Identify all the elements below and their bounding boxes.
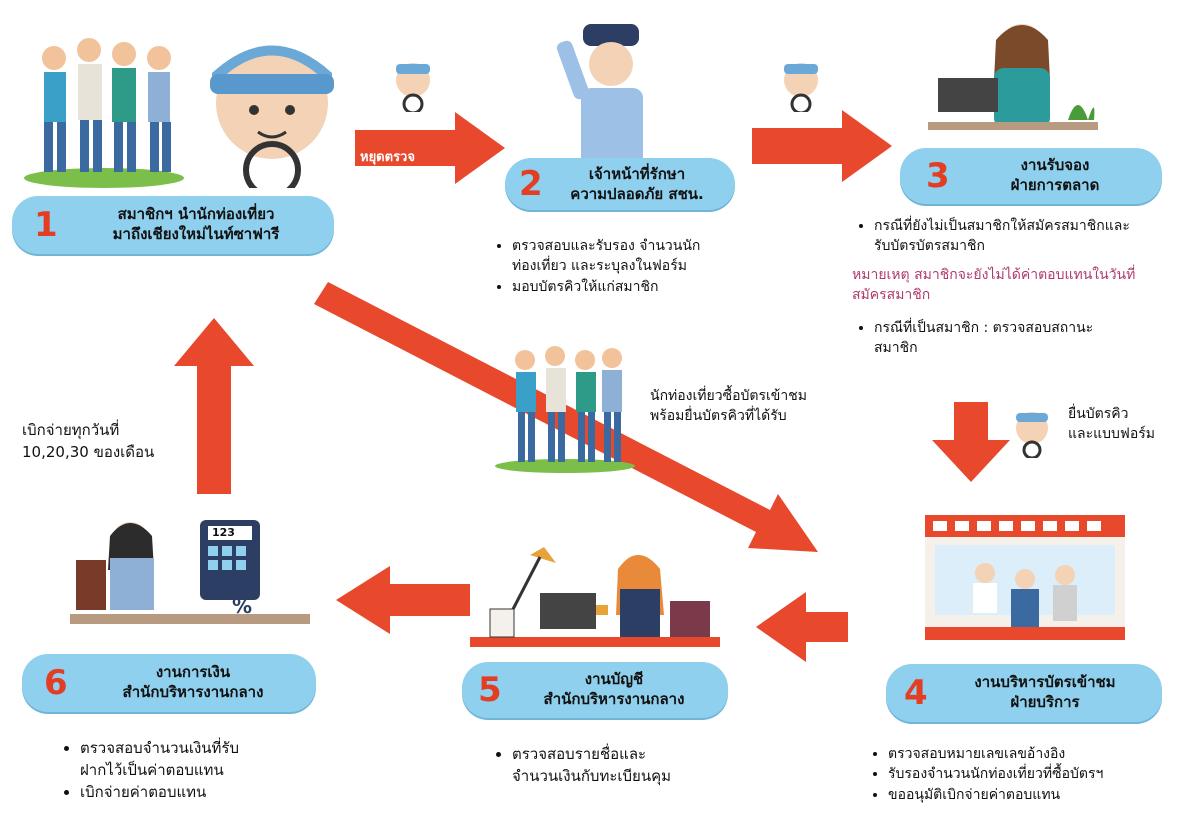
step-2-box: 2 เจ้าหน้าที่รักษา ความปลอดภัย สชน. (505, 158, 735, 210)
step-1-line1: สมาชิกฯ นำนักท่องเที่ยว (117, 205, 275, 223)
reservation-staff-illustration (928, 24, 1098, 130)
step-1-line2: มาถึงเชียงใหม่ไนท์ซาฟารี (112, 225, 280, 244)
step-6-line2: สำนักบริหารงานกลาง (122, 683, 264, 702)
step-3-number: 3 (926, 156, 950, 196)
step-2-line2: ความปลอดภัย สชน. (570, 185, 704, 204)
step-6-box: 6 งานการเงิน สำนักบริหารงานกลาง (22, 654, 316, 712)
arrow-2-to-3 (752, 110, 892, 182)
step-4-box: 4 งานบริหารบัตรเข้าชม ฝ่ายบริการ (886, 664, 1162, 722)
ticket-booth-illustration (925, 515, 1125, 640)
payout-schedule-label: เบิกจ่ายทุกวันที่ 10,20,30 ของเดือน (22, 421, 155, 461)
bullet-item: ตรวจสอบจำนวนเงินที่รับฝากไว้เป็นค่าตอบแท… (80, 738, 340, 782)
step-1-box: 1 สมาชิกฯ นำนักท่องเที่ยว มาถึงเชียงใหม่… (12, 196, 334, 254)
arrow-diagonal-1-to-4 (314, 282, 818, 552)
step-4-bullets: ตรวจสอบหมายเลขเลขอ้างอิง รับรองจำนวนนักท… (870, 744, 1189, 805)
submit-queue-label: ยื่นบัตรคิว และแบบฟอร์ม (1068, 406, 1155, 443)
step-5-box: 5 งานบัญชี สำนักบริหารงานกลาง (462, 662, 728, 718)
step-6-line1: งานการเงิน (155, 663, 231, 681)
step-6-bullets: ตรวจสอบจำนวนเงินที่รับฝากไว้เป็นค่าตอบแท… (62, 738, 340, 803)
accounting-staff-illustration (470, 547, 720, 647)
arrow-6-to-1 (174, 318, 254, 494)
stop-check-label: หยุดตรวจ (360, 150, 415, 165)
step-4-line2: ฝ่ายบริการ (1010, 693, 1080, 712)
bullet-item: เบิกจ่ายค่าตอบแทน (80, 782, 340, 804)
bullet-item: ขออนุมัติเบิกจ่ายค่าตอบแทน (888, 785, 1189, 805)
step-3-line1: งานรับจอง (1020, 156, 1090, 174)
step-2-line1: เจ้าหน้าที่รักษา (588, 165, 686, 183)
step-2-bullets: ตรวจสอบและรับรอง จำนวนนักท่องเที่ยว และร… (494, 236, 782, 297)
arrow-3-to-4 (932, 402, 1010, 482)
driver-icon-small-3 (1016, 412, 1048, 458)
arrow-1-to-2 (355, 112, 505, 184)
step-5-line2: สำนักบริหารงานกลาง (543, 690, 685, 709)
bullet-item: มอบบัตรคิวให้แก่สมาชิก (512, 277, 782, 297)
step-1-number: 1 (34, 205, 58, 245)
tourists-and-driver-illustration (24, 38, 334, 188)
step-4-number: 4 (904, 673, 928, 713)
step-5-line1: งานบัญชี (584, 670, 644, 688)
step-3-note: หมายเหตุ สมาชิกจะยังไม่ได้ค่าตอบแทนในวัน… (852, 267, 1136, 303)
bullet-item: กรณีที่ยังไม่เป็นสมาชิกให้สมัครสมาชิกและ… (874, 216, 1189, 257)
percent-sign: % (232, 594, 253, 618)
step-3-bullets-a: กรณีที่ยังไม่เป็นสมาชิกให้สมัครสมาชิกและ… (856, 216, 1189, 257)
arrow-4-to-5 (756, 592, 848, 662)
bullet-item: รับรองจำนวนนักท่องเที่ยวที่ซื้อบัตรฯ (888, 764, 1189, 784)
step-4-line1: งานบริหารบัตรเข้าชม (974, 673, 1116, 691)
step-3-box: 3 งานรับจอง ฝ่ายการตลาด (900, 148, 1162, 204)
tourists-group-illustration (495, 346, 635, 473)
step-2-number: 2 (519, 164, 543, 204)
tourists-buy-label: นักท่องเที่ยวซื้อบัตรเข้าชม พร้อมยื่นบัต… (650, 388, 807, 425)
driver-icon-small (396, 63, 430, 112)
bullet-item: ตรวจสอบหมายเลขเลขอ้างอิง (888, 744, 1189, 764)
step-6-number: 6 (44, 663, 68, 703)
driver-icon-small-2 (784, 63, 818, 112)
bullet-item: ตรวจสอบและรับรอง จำนวนนักท่องเที่ยว และร… (512, 236, 782, 277)
security-guard-illustration (556, 24, 643, 174)
step-3-line2: ฝ่ายการตลาด (1010, 176, 1100, 195)
calculator-display: 123 (212, 526, 235, 539)
step-5-number: 5 (478, 670, 502, 710)
finance-staff-illustration (70, 520, 310, 624)
arrow-5-to-6 (336, 566, 470, 634)
